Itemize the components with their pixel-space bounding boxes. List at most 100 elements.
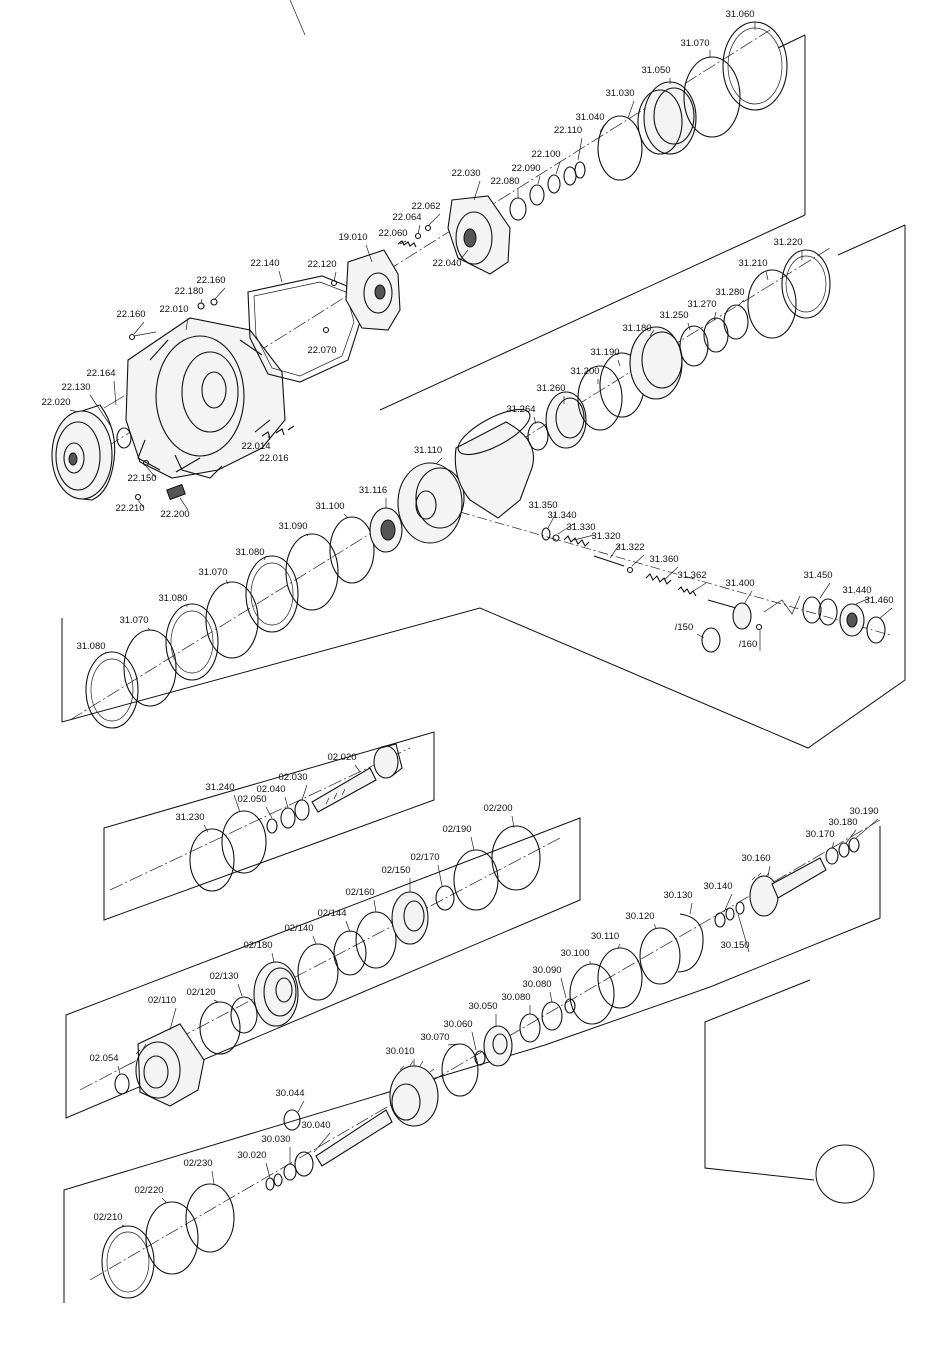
bolt-22210 xyxy=(134,493,142,501)
input-shaft-02020 xyxy=(311,743,403,813)
frame-middle-top xyxy=(837,224,906,256)
disc-31070 xyxy=(683,56,741,138)
part-label: 22.100 xyxy=(531,149,560,160)
gasket-22140 xyxy=(247,275,361,383)
ring-02050 xyxy=(266,818,278,834)
part-label: 22.210 xyxy=(115,503,144,514)
pin-31400 xyxy=(707,599,737,609)
ring-30100 xyxy=(569,963,615,1025)
ring-30140 xyxy=(714,912,726,928)
part-label: 30.070 xyxy=(420,1032,449,1043)
disc-30080a xyxy=(519,1013,541,1043)
frame-right-lower xyxy=(704,979,815,1181)
bracket-22200 xyxy=(166,483,186,501)
pin-31320 xyxy=(593,555,625,567)
valve-22062 xyxy=(424,224,432,232)
part-label: 31.400 xyxy=(725,578,754,589)
part-label: 02/110 xyxy=(148,995,176,1006)
part-label: 31.322 xyxy=(615,542,644,553)
part-label: 02/160 xyxy=(345,887,374,898)
part-label: 22.064 xyxy=(392,212,421,223)
piston-31400 xyxy=(732,602,752,630)
ball-31340 xyxy=(552,534,560,542)
part-label: 31.240 xyxy=(205,782,234,793)
ring-02170 xyxy=(435,885,455,911)
frame-top-top xyxy=(777,34,806,49)
part-label: /150 xyxy=(675,622,694,633)
part-label: 31.330 xyxy=(566,522,595,533)
ring-02130 xyxy=(230,996,258,1034)
part-label: 30.140 xyxy=(703,881,732,892)
spring-31330 xyxy=(563,535,590,547)
frame-lower xyxy=(63,826,881,1303)
part-label: 22.014 xyxy=(241,441,270,452)
part-label: 31.050 xyxy=(641,65,670,76)
ring-31240 xyxy=(221,810,267,874)
part-number-labels: 31.06031.07031.05031.03031.04022.11022.1… xyxy=(41,9,893,1223)
part-label: 31.264 xyxy=(506,404,535,415)
part-label: 22.160 xyxy=(196,275,225,286)
plug-22160b xyxy=(210,298,218,306)
part-label: 31.080 xyxy=(76,641,105,652)
snap-ring-02054 xyxy=(114,1073,130,1095)
part-label: 31.360 xyxy=(649,554,678,565)
part-label: 22.140 xyxy=(250,258,279,269)
seal-31210 xyxy=(747,269,797,339)
part-label: 31.220 xyxy=(773,237,802,248)
leader-lines xyxy=(69,22,893,1227)
ring-31250 xyxy=(679,325,709,367)
part-label: 22.200 xyxy=(160,509,189,520)
ring-02200 xyxy=(491,825,541,891)
part-label: 02/130 xyxy=(209,971,238,982)
part-label: 22.062 xyxy=(411,201,440,212)
part-label: 30.060 xyxy=(443,1019,472,1030)
part-label: 30.100 xyxy=(560,948,589,959)
ring-02140 xyxy=(297,943,339,1001)
part-label: 30.170 xyxy=(805,829,834,840)
bearing-31440 xyxy=(839,603,865,637)
disc-31080b xyxy=(165,603,219,681)
ring-30040 xyxy=(294,1151,314,1177)
snap-ring-30130 xyxy=(677,913,704,973)
ring-30020b xyxy=(273,1173,283,1187)
part-label: 31.260 xyxy=(536,383,565,394)
bolt-22070 xyxy=(322,326,330,334)
part-label: 30.010 xyxy=(385,1046,414,1057)
valve-22064 xyxy=(414,232,422,240)
disc-31080c xyxy=(245,555,299,633)
part-label: 30.160 xyxy=(741,853,770,864)
ring-02030 xyxy=(294,799,310,821)
part-label: 02/230 xyxy=(183,1158,212,1169)
gear-31116 xyxy=(369,507,403,553)
part-label: 31.110 xyxy=(414,445,442,456)
top-group-parts xyxy=(51,21,788,501)
part-label: 31.116 xyxy=(359,485,387,496)
pump-plate-19010 xyxy=(345,249,401,331)
part-label: 30.040 xyxy=(301,1120,330,1131)
reference-circle xyxy=(815,1144,875,1204)
part-label: 31.080 xyxy=(158,593,187,604)
part-label: 30.190 xyxy=(849,806,878,817)
part-label: 22.010 xyxy=(159,304,188,315)
part-label: 31.362 xyxy=(677,570,706,581)
part-label: 30.110 xyxy=(591,931,619,942)
ring-02190 xyxy=(453,849,499,911)
part-label: 22.016 xyxy=(259,453,288,464)
ring-31450b xyxy=(818,598,838,626)
part-label: 31.450 xyxy=(803,570,832,581)
pump-body-22030 xyxy=(447,195,511,275)
part-label: 02/190 xyxy=(442,824,471,835)
ring-31264 xyxy=(527,421,549,451)
part-label: 02.020 xyxy=(327,752,356,763)
ring-22110b xyxy=(574,161,586,179)
part-label: 30.050 xyxy=(468,1001,497,1012)
part-label: 31.070 xyxy=(680,38,709,49)
part-label: 02/200 xyxy=(483,803,512,814)
bearing-02150 xyxy=(391,891,429,945)
clip-31322 xyxy=(626,566,634,574)
part-label: 31.250 xyxy=(659,310,688,321)
part-label: 31.030 xyxy=(605,88,634,99)
part-label: 31.180 xyxy=(622,323,651,334)
ring-30150b xyxy=(735,901,745,915)
ring-02120 xyxy=(199,1001,241,1055)
